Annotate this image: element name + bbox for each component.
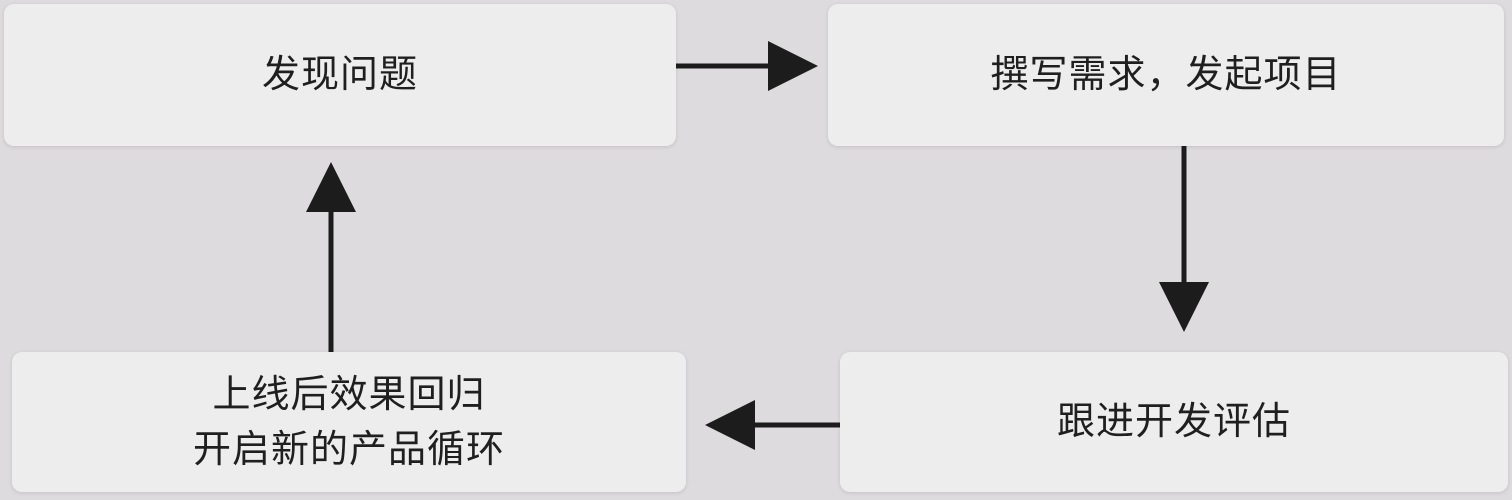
- node-follow-development: 跟进开发评估: [840, 352, 1508, 492]
- node-label-line-2: 开启新的产品循环: [192, 427, 505, 471]
- node-label: 跟进开发评估: [1056, 399, 1291, 444]
- node-label-line-1: 上线后效果回归: [212, 371, 486, 416]
- node-post-launch-review: 上线后效果回归 开启新的产品循环: [12, 352, 686, 492]
- node-label: 撰写需求，发起项目: [990, 52, 1342, 97]
- node-write-requirements: 撰写需求，发起项目: [828, 4, 1504, 146]
- node-discover-problem: 发现问题: [4, 4, 676, 146]
- node-label: 发现问题: [261, 52, 418, 97]
